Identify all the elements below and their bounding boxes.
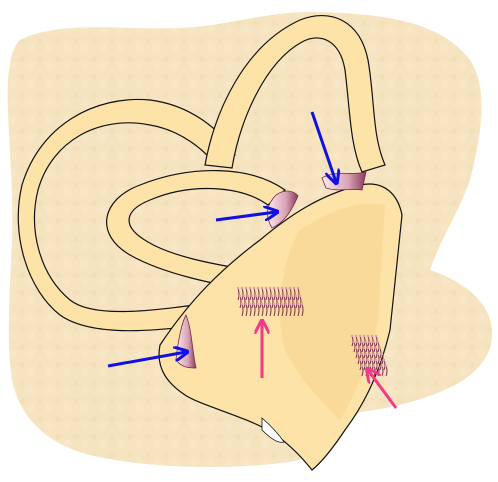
- hair-cell-tip: [259, 295, 262, 298]
- hair-cell-tip: [277, 287, 280, 290]
- hair-cell-tip: [261, 303, 264, 306]
- hair-cell-tip: [369, 341, 372, 344]
- hair-cell-tip: [353, 341, 356, 344]
- hair-cell-tip: [291, 295, 294, 298]
- hair-cell-tip: [363, 359, 366, 362]
- hair-cell-tip: [363, 347, 366, 350]
- hair-cell-tip: [255, 295, 258, 298]
- hair-cell-tip: [377, 365, 380, 368]
- hair-cell-tip: [351, 335, 354, 338]
- hair-cell-tip: [379, 359, 382, 362]
- hair-cell-tip: [295, 295, 298, 298]
- hair-cell-tip: [375, 347, 378, 350]
- hair-cell-tip: [371, 347, 374, 350]
- hair-cell-tip: [301, 303, 304, 306]
- hair-cell-tip: [375, 359, 378, 362]
- hair-cell-tip: [279, 295, 282, 298]
- hair-cell-tip: [377, 353, 380, 356]
- hair-cell-tip: [365, 365, 368, 368]
- hair-cell-tip: [359, 347, 362, 350]
- hair-cell-tip: [249, 287, 252, 290]
- hair-cell-tip: [373, 353, 376, 356]
- hair-cell-tip: [359, 359, 362, 362]
- hair-cell-tip: [257, 287, 260, 290]
- hair-cell-tip: [269, 287, 272, 290]
- hair-cell-tip: [357, 353, 360, 356]
- hair-cell-tip: [257, 303, 260, 306]
- hair-cell-tip: [265, 303, 268, 306]
- hair-cell-tip: [365, 353, 368, 356]
- hair-cell-tip: [371, 335, 374, 338]
- hair-cell-tip: [383, 359, 386, 362]
- hair-cell-tip: [367, 347, 370, 350]
- hair-cell-tip: [297, 287, 300, 290]
- hair-cell-tip: [245, 287, 248, 290]
- hair-cell-tip: [263, 295, 266, 298]
- hair-cell-tip: [273, 303, 276, 306]
- hair-cell-tip: [375, 335, 378, 338]
- hair-cell-tip: [241, 287, 244, 290]
- hair-cell-tip: [373, 365, 376, 368]
- ampulla-receptor-top: [322, 172, 366, 190]
- hair-cell-tip: [361, 341, 364, 344]
- hair-cell-tip: [251, 295, 254, 298]
- hair-cell-tip: [281, 303, 284, 306]
- hair-cell-tip: [289, 303, 292, 306]
- hair-cell-tip: [287, 295, 290, 298]
- hair-cell-tip: [267, 295, 270, 298]
- hair-cell-tip: [289, 287, 292, 290]
- hair-cell-tip: [357, 341, 360, 344]
- hair-cell-tip: [297, 303, 300, 306]
- hair-cell-tip: [265, 287, 268, 290]
- hair-cell-tip: [239, 295, 242, 298]
- hair-cell-tip: [273, 287, 276, 290]
- hair-cell-tip: [245, 303, 248, 306]
- hair-cell-tip: [253, 287, 256, 290]
- hair-cell-tip: [373, 341, 376, 344]
- hair-cell-tip: [285, 303, 288, 306]
- hair-cell-tip: [367, 335, 370, 338]
- hair-cell-tip: [243, 295, 246, 298]
- hair-cell-tip: [283, 295, 286, 298]
- hair-cell-tip: [293, 303, 296, 306]
- hair-cell-tip: [269, 303, 272, 306]
- hair-cell-tip: [261, 287, 264, 290]
- hair-cell-tip: [361, 353, 364, 356]
- hair-cell-tip: [285, 287, 288, 290]
- hair-cell-tip: [381, 353, 384, 356]
- hair-cell-tip: [369, 353, 372, 356]
- hair-cell-tip: [379, 347, 382, 350]
- hair-cell-tip: [241, 303, 244, 306]
- hair-cell-tip: [355, 347, 358, 350]
- hair-cell-tip: [293, 287, 296, 290]
- hair-cell-tip: [363, 335, 366, 338]
- hair-cell-tip: [377, 341, 380, 344]
- hair-cell-tip: [367, 359, 370, 362]
- hair-cell-tip: [277, 303, 280, 306]
- hair-cell-tip: [299, 295, 302, 298]
- hair-cell-tip: [355, 335, 358, 338]
- hair-cell-tip: [253, 303, 256, 306]
- hair-cell-tip: [359, 335, 362, 338]
- hair-cell-tip: [365, 341, 368, 344]
- hair-cell-tip: [369, 365, 372, 368]
- hair-cell-tip: [237, 287, 240, 290]
- hair-cell-tip: [371, 359, 374, 362]
- hair-cell-tip: [281, 287, 284, 290]
- hair-cell-tip: [381, 365, 384, 368]
- hair-cell-tip: [275, 295, 278, 298]
- hair-cell-tip: [385, 365, 388, 368]
- hair-cell-tip: [249, 303, 252, 306]
- hair-cell-tip: [361, 365, 364, 368]
- hair-cell-tip: [247, 295, 250, 298]
- hair-cell-tip: [271, 295, 274, 298]
